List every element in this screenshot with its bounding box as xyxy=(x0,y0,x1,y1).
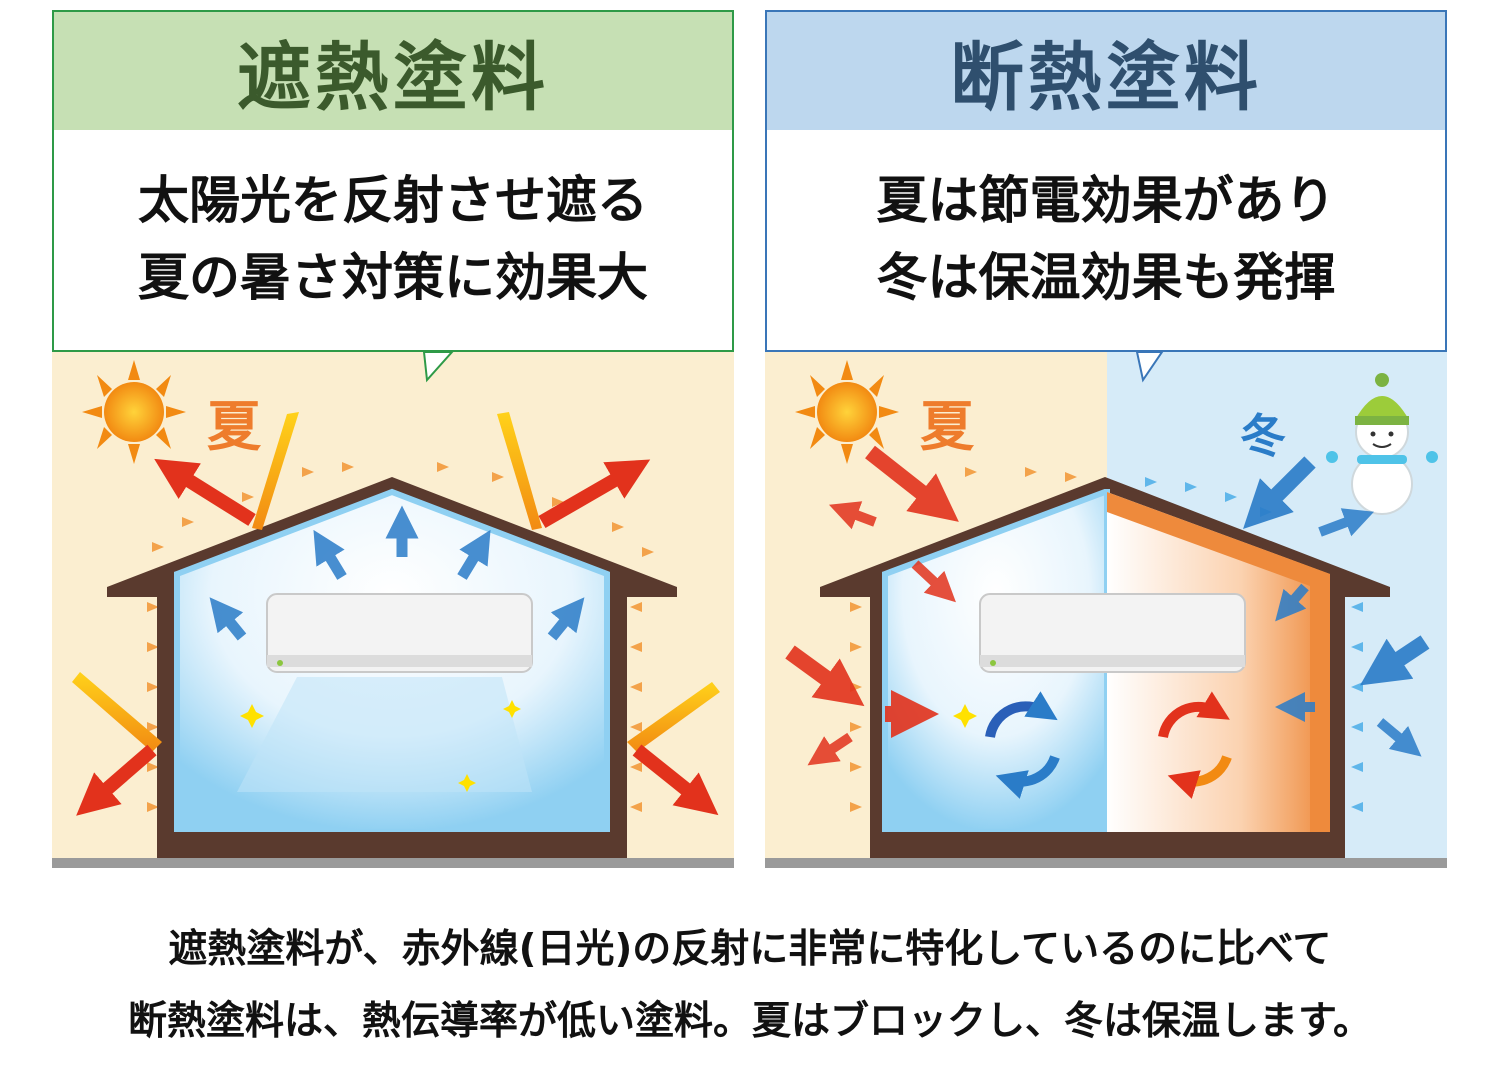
season-label-winter: 冬 xyxy=(1240,409,1286,463)
panel-title: 断熱塗料 xyxy=(765,10,1447,132)
sun-icon xyxy=(82,360,186,464)
speech-bubble: 夏は節電効果があり 冬は保温効果も発揮 xyxy=(765,130,1447,352)
footer-caption-line-2: 断熱塗料は、熱伝導率が低い塗料。夏はブロックし、冬は保温します。 xyxy=(127,999,1373,1044)
panel-heat-shield-paint: 遮熱塗料 太陽光を反射させ遮る 夏の暑さ対策に効果大 夏 xyxy=(52,10,734,868)
panel-title: 遮熱塗料 xyxy=(52,10,734,132)
season-label-summer: 夏 xyxy=(920,395,975,458)
season-label-summer: 夏 xyxy=(207,395,262,458)
speech-bubble: 太陽光を反射させ遮る 夏の暑さ対策に効果大 xyxy=(52,130,734,352)
panel-insulation-paint: 断熱塗料 夏は節電効果があり 冬は保温効果も発揮 夏 冬 xyxy=(765,10,1447,868)
description-line-1: 太陽光を反射させ遮る xyxy=(137,172,648,231)
footer-caption-line-1: 遮熱塗料が、赤外線(日光)の反射に非常に特化しているのに比べて xyxy=(168,927,1332,972)
cool-circulation-icon xyxy=(985,691,1060,799)
description-line-1: 夏は節電効果があり xyxy=(876,172,1336,231)
air-conditioner-icon xyxy=(266,593,533,673)
snowman-icon xyxy=(1326,373,1438,515)
warm-circulation-icon xyxy=(1158,691,1232,799)
house-illustration: 夏 xyxy=(52,352,734,868)
house-illustration: 夏 冬 xyxy=(765,352,1447,868)
air-conditioner-icon xyxy=(979,593,1246,673)
description-line-2: 夏の暑さ対策に効果大 xyxy=(137,249,648,308)
sun-icon xyxy=(795,360,899,464)
description-line-2: 冬は保温効果も発揮 xyxy=(876,249,1336,308)
